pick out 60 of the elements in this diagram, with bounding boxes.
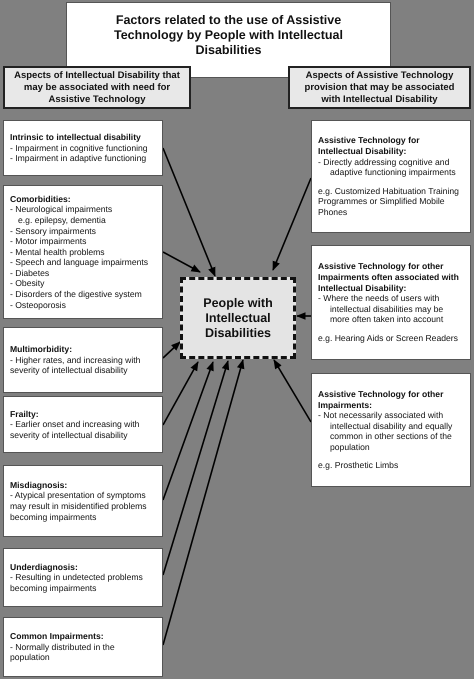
- box-text: - Disorders of the digestive system: [10, 289, 143, 300]
- box-text: - Directly addressing cognitive and adaptive functioning impairments: [318, 156, 457, 178]
- factor-box: [3, 185, 163, 319]
- header-text: Aspects of Assistive Technology provision that may be associated with Intellectual Disability: [304, 70, 456, 106]
- box-heading: Underdiagnosis:: [10, 562, 79, 572]
- factor-box: [3, 327, 163, 393]
- section-header: [288, 66, 471, 109]
- box-text: - Not necessarily associated with intellectual disability and equally common in other sections of the population: [318, 410, 454, 452]
- arrow: [162, 359, 244, 646]
- box-heading: Assistive Technology for other Impairments often associated with Intellectual Disability:: [318, 261, 460, 294]
- center-text: People with Intellectual Disabilities: [202, 296, 274, 340]
- box-heading: Common Impairments:: [10, 631, 105, 642]
- title: Factors related to the use of Assistive Technology by People with Intellectual Disabilities: [113, 13, 344, 58]
- arrow: [162, 251, 201, 273]
- box-text: - Higher rates, and increasing with severity of intellectual disability: [10, 354, 142, 376]
- box-text: - Resulting in undetected problems becoming impairments: [10, 572, 144, 594]
- factor-box: [311, 245, 471, 360]
- arrow: [272, 178, 312, 271]
- box-heading: Multimorbidity:: [10, 344, 74, 355]
- box-heading: Assistive Technology for Intellectual Disability:: [318, 135, 421, 157]
- box-text: e.g. Customized Habituation Training Programmes or Simplified Mobile Phones: [318, 186, 460, 218]
- box-text: - Impairment in cognitive functioning: [10, 142, 149, 154]
- box-text: - Speech and language impairments: [10, 257, 150, 268]
- factor-box: [311, 120, 471, 233]
- factor-box: [3, 120, 163, 176]
- section-header: [3, 66, 191, 109]
- arrow: [162, 361, 214, 500]
- box-heading: Frailty:: [10, 408, 40, 420]
- box-heading: Assistive Technology for other Impairments:: [318, 388, 444, 410]
- factor-box: [3, 548, 163, 607]
- factor-box: [3, 396, 163, 453]
- arrow: [162, 148, 216, 277]
- box-text: - Osteoporosis: [10, 300, 67, 310]
- box-text: - Diabetes: [10, 268, 50, 278]
- box-heading: Misdiagnosis:: [10, 480, 68, 490]
- box-heading: Intrinsic to intellectual disability: [10, 132, 142, 143]
- arrow: [162, 360, 230, 576]
- arrow: [162, 341, 181, 359]
- header-text: Aspects of Intellectual Disability that may be associated with need for Assistive Technology: [13, 70, 181, 106]
- box-text: e.g. Prosthetic Limbs: [318, 460, 400, 472]
- box-text: e.g. Hearing Aids or Screen Readers: [318, 332, 459, 344]
- arrow: [162, 361, 199, 426]
- factor-box: [3, 465, 163, 537]
- box-heading: Comorbidities:: [10, 194, 72, 204]
- box-text: - Mental health problems: [10, 246, 106, 258]
- box-text: - Normally distributed in the population: [10, 642, 116, 663]
- box-text: - Motor impairments: [10, 236, 88, 247]
- box-text: - Neurological impairments: [10, 204, 114, 215]
- box-text: - Obesity: [10, 278, 46, 290]
- box-text: e.g. epilepsy, dementia: [17, 214, 107, 226]
- arrow: [296, 312, 311, 320]
- box-text: - Where the needs of users with intellectual disabilities may be more often taken into account: [318, 293, 444, 325]
- factor-box: [3, 617, 163, 677]
- box-text: - Earlier onset and increasing with severity of intellectual disability: [10, 419, 140, 440]
- box-text: - Impairment in adaptive functioning: [10, 153, 148, 164]
- factor-box: [311, 373, 471, 487]
- box-text: - Atypical presentation of symptoms may result in misidentified problems becoming impairments: [10, 490, 148, 522]
- central-box: [180, 277, 296, 359]
- box-text: - Sensory impairments: [10, 226, 97, 236]
- arrow: [273, 359, 312, 422]
